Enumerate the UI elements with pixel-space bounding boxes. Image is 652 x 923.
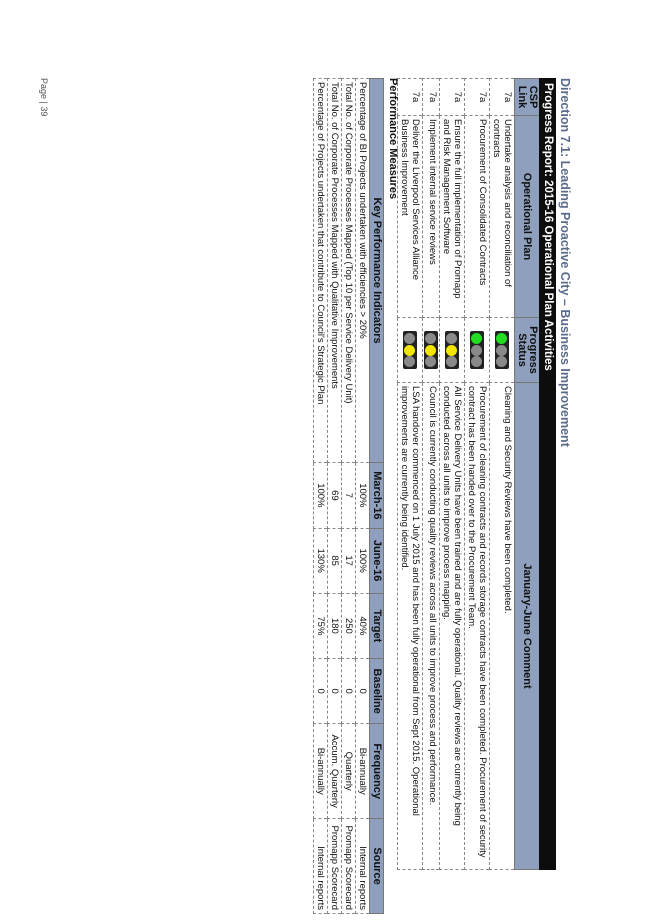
csp-link-cell: 7a bbox=[439, 78, 465, 116]
status-cell bbox=[489, 317, 515, 383]
frequency-cell: Quarterly bbox=[341, 723, 356, 819]
kpi-cell: Percentage of BI Projects undertaken wit… bbox=[355, 78, 370, 463]
source-cell: Internal reports bbox=[355, 818, 370, 914]
frequency-cell: Bi-annually bbox=[313, 723, 328, 819]
plan-cell: Procurement of Consolidated Contracts bbox=[464, 115, 490, 318]
table-row: 7a Deliver the Liverpool Services Allian… bbox=[397, 78, 423, 870]
target-cell: 250 bbox=[341, 593, 356, 659]
header-june: June-16 bbox=[369, 528, 384, 594]
plan-cell: Undertake analysis and reconciliation of… bbox=[489, 115, 515, 318]
comment-cell: LSA handover commenced on 1 July 2015 an… bbox=[397, 382, 423, 870]
header-source: Source bbox=[369, 818, 384, 914]
comment-cell: All Service Delivery Units have been tra… bbox=[439, 382, 465, 870]
june-cell: 130% bbox=[313, 528, 328, 594]
march-cell: 69 bbox=[327, 462, 342, 528]
plan-cell: Ensure the full implementation of Promap… bbox=[439, 115, 465, 318]
performance-measures-title: Performance Measures bbox=[387, 78, 399, 200]
target-cell: 180 bbox=[327, 593, 342, 659]
plan-cell: Deliver the Liverpool Services Alliance … bbox=[397, 115, 423, 318]
csp-link-cell: 7a bbox=[422, 78, 440, 116]
plan-cell: Implement internal service reviews bbox=[422, 115, 440, 318]
kpi-cell: Percentage of Projects undertaken that c… bbox=[313, 78, 328, 463]
frequency-cell: Bi-annually bbox=[355, 723, 370, 819]
table-row: Total No. of Corporate Processes Mapped … bbox=[327, 78, 342, 914]
source-cell: Promapp Scorecard bbox=[341, 818, 356, 914]
table-row: Percentage of Projects undertaken that c… bbox=[313, 78, 328, 914]
kpi-cell: Total No. of Corporate Processes Mapped … bbox=[327, 78, 342, 463]
header-baseline: Baseline bbox=[369, 658, 384, 724]
baseline-cell: 0 bbox=[355, 658, 370, 724]
header-march: March-16 bbox=[369, 462, 384, 528]
csp-link-cell: 7a bbox=[397, 78, 423, 116]
frequency-cell: Accum. Quarterly bbox=[327, 723, 342, 819]
header-kpi: Key Performance Indicators bbox=[369, 78, 384, 463]
march-cell: 100% bbox=[313, 462, 328, 528]
baseline-cell: 0 bbox=[341, 658, 356, 724]
june-cell: 85 bbox=[327, 528, 342, 594]
csp-link-cell: 7a bbox=[489, 78, 515, 116]
status-cell bbox=[422, 317, 440, 383]
table-row: 7a Implement internal service reviews Co… bbox=[422, 78, 440, 870]
progress-table-title: Progress Report: 2015-16 Operational Pla… bbox=[539, 78, 556, 870]
traffic-light-icon bbox=[495, 331, 509, 369]
target-cell: 40% bbox=[355, 593, 370, 659]
table-row: 7a Ensure the full implementation of Pro… bbox=[439, 78, 465, 870]
table-row: 7a Undertake analysis and reconciliation… bbox=[489, 78, 515, 870]
baseline-cell: 0 bbox=[327, 658, 342, 724]
june-cell: 100% bbox=[355, 528, 370, 594]
june-cell: 17 bbox=[341, 528, 356, 594]
header-csp-link: CSP Link bbox=[514, 78, 540, 116]
table-row: Percentage of BI Projects undertaken wit… bbox=[355, 78, 370, 914]
traffic-light-icon bbox=[470, 331, 484, 369]
kpi-cell: Total No. of Corporate Processes Mapped … bbox=[341, 78, 356, 463]
csp-link-cell: 7a bbox=[464, 78, 490, 116]
status-cell bbox=[464, 317, 490, 383]
source-cell: Internal reports bbox=[313, 818, 328, 914]
march-cell: 7 bbox=[341, 462, 356, 528]
status-cell bbox=[439, 317, 465, 383]
header-progress-status: Progress Status bbox=[514, 317, 540, 383]
traffic-light-icon bbox=[445, 331, 459, 369]
progress-report-table: Progress Report: 2015-16 Operational Pla… bbox=[397, 78, 556, 870]
traffic-light-icon bbox=[403, 331, 417, 369]
march-cell: 100% bbox=[355, 462, 370, 528]
target-cell: 75% bbox=[313, 593, 328, 659]
baseline-cell: 0 bbox=[313, 658, 328, 724]
header-target: Target bbox=[369, 593, 384, 659]
header-frequency: Frequency bbox=[369, 723, 384, 819]
performance-measures-table: Key Performance Indicators March-16 June… bbox=[313, 78, 384, 914]
comment-cell: Cleaning and Security Reviews have been … bbox=[489, 382, 515, 870]
status-cell bbox=[397, 317, 423, 383]
header-operational-plan: Operational Plan bbox=[514, 115, 540, 318]
page-heading: Direction 7.1: Leading Proactive City – … bbox=[558, 78, 572, 447]
table-row: Total No. of Corporate Processes Mapped … bbox=[341, 78, 356, 914]
header-comment: January-June Comment bbox=[514, 382, 540, 870]
comment-cell: Procurement of cleaning contracts and re… bbox=[464, 382, 490, 870]
source-cell: Promapp Scorecard bbox=[327, 818, 342, 914]
table-row: 7a Procurement of Consolidated Contracts… bbox=[464, 78, 490, 870]
traffic-light-icon bbox=[424, 331, 438, 369]
comment-cell: Council is currently conducting quality … bbox=[422, 382, 440, 870]
page-number: Page | 39 bbox=[39, 78, 49, 117]
